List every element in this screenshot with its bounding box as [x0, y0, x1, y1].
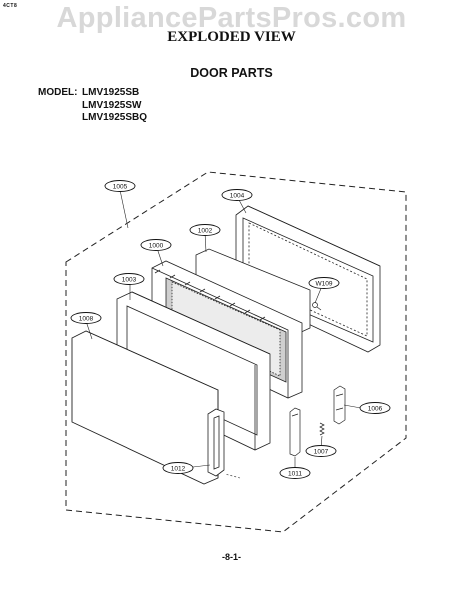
- model-number: LMV1925SB: [82, 87, 140, 98]
- watermark: AppliancePartsPros.com: [56, 2, 407, 34]
- callout-w109: W109: [308, 277, 340, 289]
- svg-text:1002: 1002: [198, 228, 213, 235]
- callout-1005: 1005: [104, 180, 136, 192]
- callout-1000: 1000: [140, 239, 172, 251]
- latch-hook-part: [333, 385, 346, 425]
- callout-1002: 1002: [189, 224, 221, 236]
- callout-1004: 1004: [221, 189, 253, 201]
- section-subtitle: DOOR PARTS: [190, 66, 273, 80]
- svg-text:1012: 1012: [171, 466, 186, 473]
- model-row: LMV1925SBQ: [38, 112, 147, 125]
- model-label: MODEL:: [38, 87, 78, 98]
- svg-text:1005: 1005: [113, 184, 128, 191]
- callout-1007: 1007: [305, 445, 337, 457]
- model-number: LMV1925SW: [82, 99, 142, 111]
- svg-text:1008: 1008: [79, 316, 94, 323]
- page-title: EXPLODED VIEW: [167, 29, 296, 45]
- callout-1003: 1003: [113, 273, 145, 285]
- model-row: MODEL: LMV1925SB: [38, 87, 147, 100]
- spring-part: [319, 422, 325, 436]
- svg-text:1011: 1011: [288, 471, 302, 478]
- svg-text:1003: 1003: [122, 277, 137, 284]
- model-row: LMV1925SW: [38, 100, 147, 113]
- model-number: LMV1925SBQ: [82, 112, 148, 123]
- svg-text:1004: 1004: [230, 193, 245, 200]
- corner-mark: 4CT8: [3, 3, 18, 9]
- svg-text:1006: 1006: [368, 406, 383, 413]
- callout-1012: 1012: [162, 462, 194, 474]
- callout-1006: 1006: [359, 402, 391, 414]
- svg-text:W109: W109: [316, 281, 333, 288]
- svg-text:1007: 1007: [314, 449, 329, 456]
- svg-text:1000: 1000: [149, 243, 164, 250]
- callout-1011: 1011: [279, 467, 311, 479]
- callout-1008: 1008: [70, 312, 102, 324]
- latch-lever-part: [289, 407, 301, 457]
- page-number: -8-1-: [221, 552, 241, 562]
- model-list: MODEL: LMV1925SB LMV1925SW LMV1925SBQ: [38, 87, 147, 125]
- assembly-boundary: [65, 171, 407, 533]
- door-handle-part: [207, 408, 225, 477]
